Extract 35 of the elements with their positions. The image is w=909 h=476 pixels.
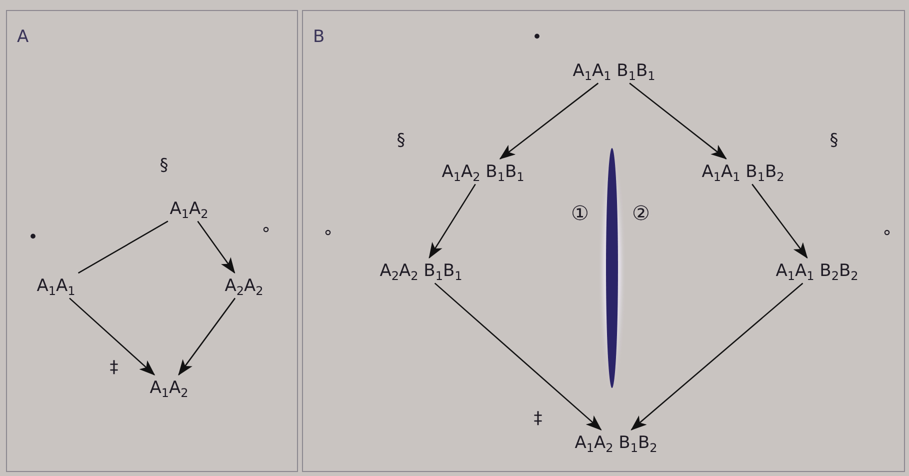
genotype-label: A$_{1}$A$_{2}$ [170, 198, 208, 220]
circled-number: ① [571, 203, 589, 223]
arrow [428, 184, 476, 259]
circled-number: ② [632, 203, 650, 223]
genotype-label: A$_{1}$A$_{2}$ B$_{1}$B$_{1}$ [442, 162, 524, 182]
genotype-label: A$_{1}$A$_{2}$ [150, 378, 188, 398]
symbol-mark: • [28, 230, 38, 246]
panel [302, 10, 905, 472]
arrow [630, 282, 804, 430]
genotype-label: A$_{1}$A$_{1}$ [36, 276, 76, 296]
symbol-mark: ° [882, 230, 892, 246]
genotype-label: A$_{1}$A$_{2}$ B$_{1}$B$_{2}$ [574, 432, 658, 454]
arrow [178, 298, 236, 376]
arrow [69, 298, 156, 376]
symbol-mark: § [830, 132, 838, 150]
arrow [752, 184, 808, 259]
panel-label: B [313, 27, 325, 47]
arrow [629, 82, 727, 160]
panel-label: A [17, 27, 29, 47]
arrow [197, 220, 236, 274]
symbol-mark: § [160, 158, 168, 174]
genotype-label: A$_{1}$A$_{1}$ B$_{2}$B$_{2}$ [776, 260, 858, 282]
genotype-label: A$_{1}$A$_{1}$ B$_{1}$B$_{2}$ [702, 162, 784, 182]
symbol-mark: ‡ [534, 410, 542, 428]
panel [6, 10, 298, 472]
arrow [499, 82, 599, 160]
symbol-mark: • [532, 30, 542, 46]
symbol-mark: ‡ [110, 360, 118, 376]
symbol-mark: ° [324, 230, 332, 246]
symbol-mark: ° [262, 226, 270, 244]
symbol-mark: § [396, 132, 406, 150]
arrow [434, 282, 602, 430]
genotype-label: A$_{1}$A$_{1}$ B$_{1}$B$_{1}$ [572, 60, 656, 82]
genotype-label: A$_{2}$A$_{2}$ [224, 276, 264, 296]
genotype-label: A$_{2}$A$_{2}$ B$_{1}$B$_{1}$ [380, 260, 462, 282]
